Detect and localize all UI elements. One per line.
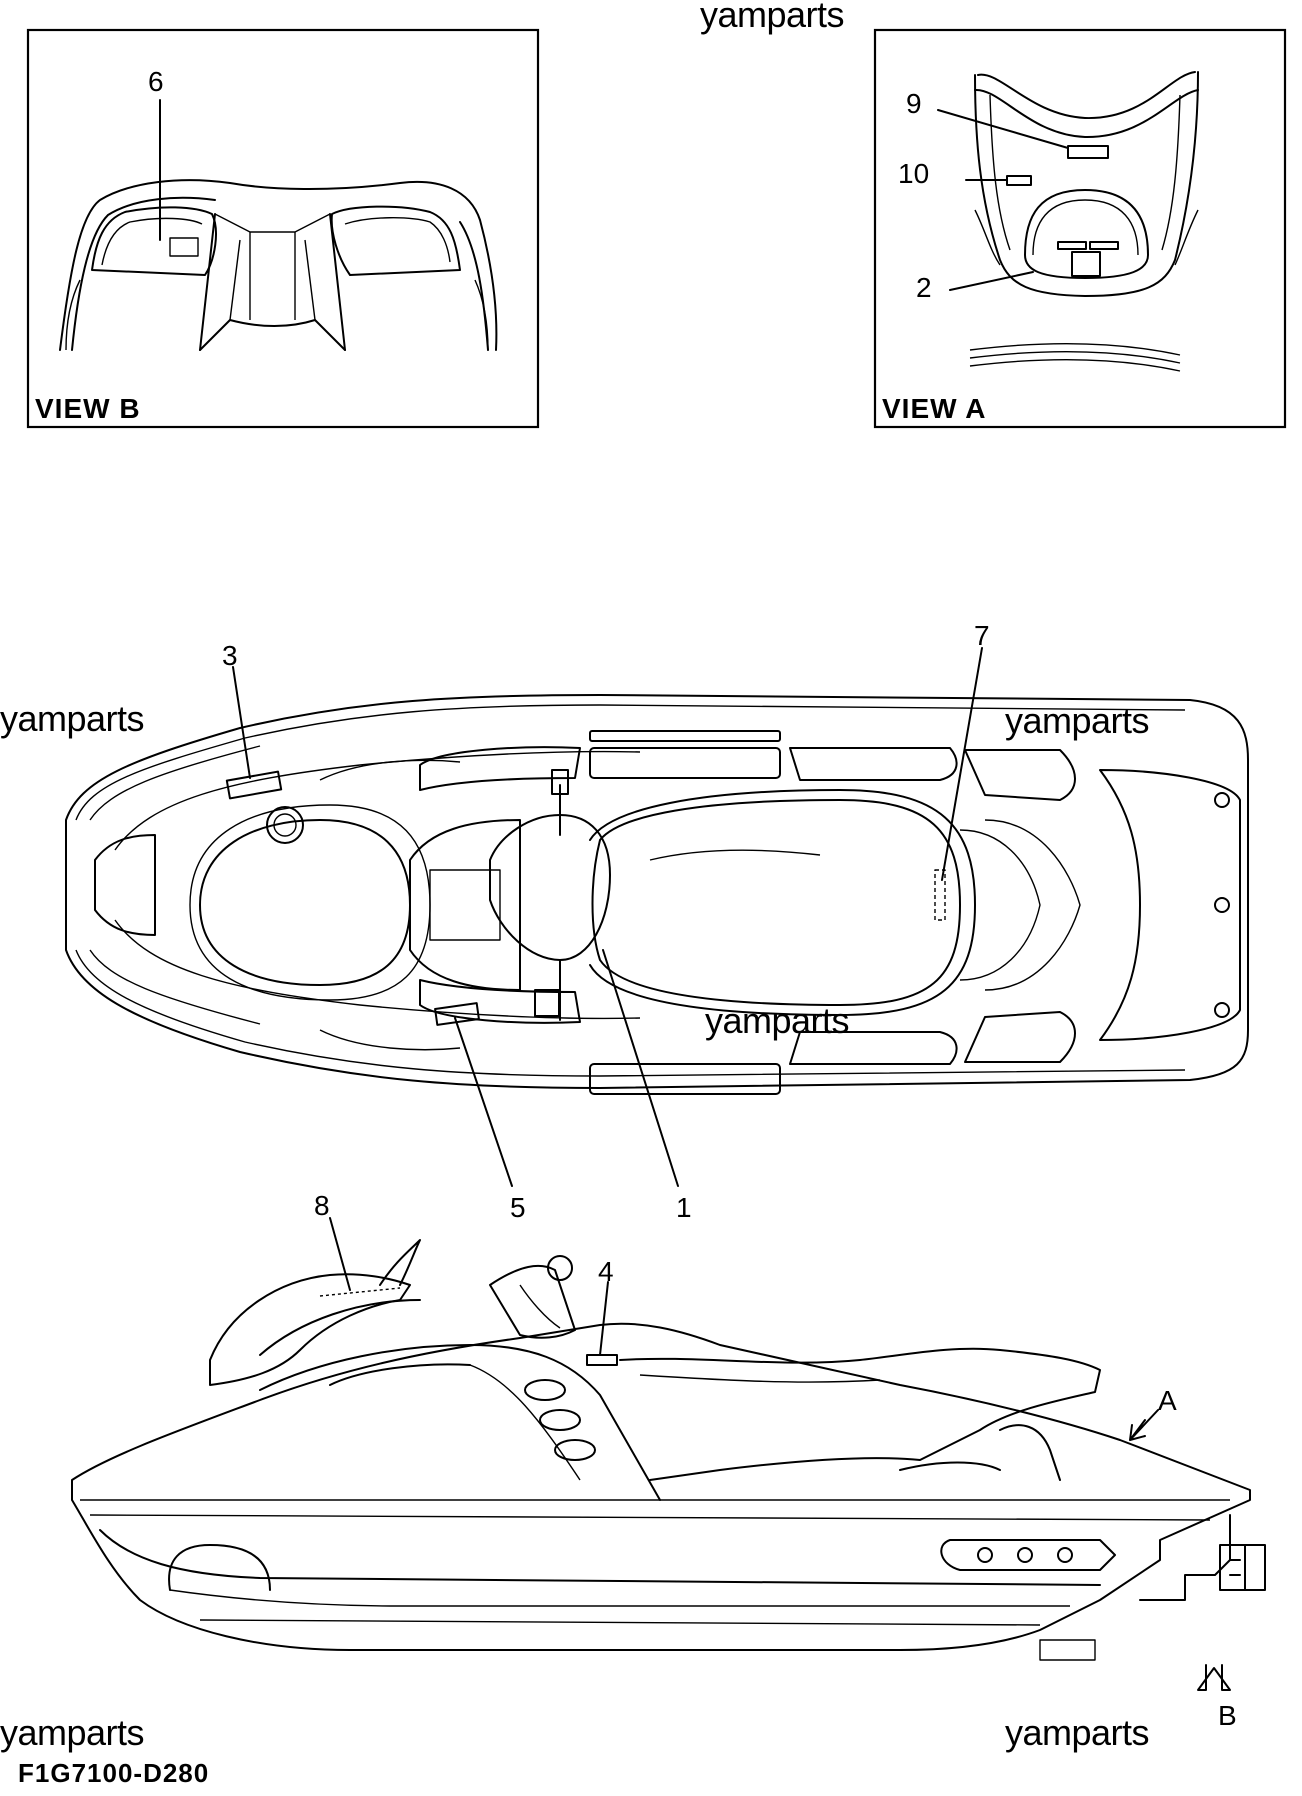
view-b-drawing — [59, 99, 498, 351]
watermark-center: yamparts — [705, 1000, 850, 1041]
view-a-label: VIEW A — [882, 393, 987, 424]
callout-3: 3 — [222, 640, 238, 671]
callout-4: 4 — [598, 1256, 614, 1287]
callout-9: 9 — [906, 88, 922, 119]
view-arrow-b-label: B — [1218, 1700, 1237, 1731]
callout-10: 10 — [898, 158, 930, 189]
watermark-bottom-right: yamparts — [1005, 1712, 1150, 1753]
watermark-right-mid: yamparts — [1005, 700, 1150, 741]
view-a-drawing — [937, 71, 1199, 372]
callout-1: 1 — [676, 1192, 692, 1223]
figure-code: F1G7100-D280 — [18, 1758, 210, 1788]
callout-7: 7 — [974, 620, 990, 651]
view-b-frame — [26, 28, 540, 429]
callout-6: 6 — [148, 66, 164, 97]
watermark-bottom-left: yamparts — [0, 1712, 145, 1753]
watermark-top: yamparts — [700, 0, 845, 35]
callout-8: 8 — [314, 1190, 330, 1221]
view-arrow-a-label: A — [1158, 1385, 1177, 1416]
view-b-label: VIEW B — [35, 393, 141, 424]
watermark-left-mid: yamparts — [0, 698, 145, 739]
side-view-drawing — [71, 1217, 1266, 1691]
callout-2: 2 — [916, 272, 932, 303]
top-view-drawing — [65, 647, 1249, 1187]
view-a-frame — [873, 28, 1287, 429]
callout-5: 5 — [510, 1192, 526, 1223]
